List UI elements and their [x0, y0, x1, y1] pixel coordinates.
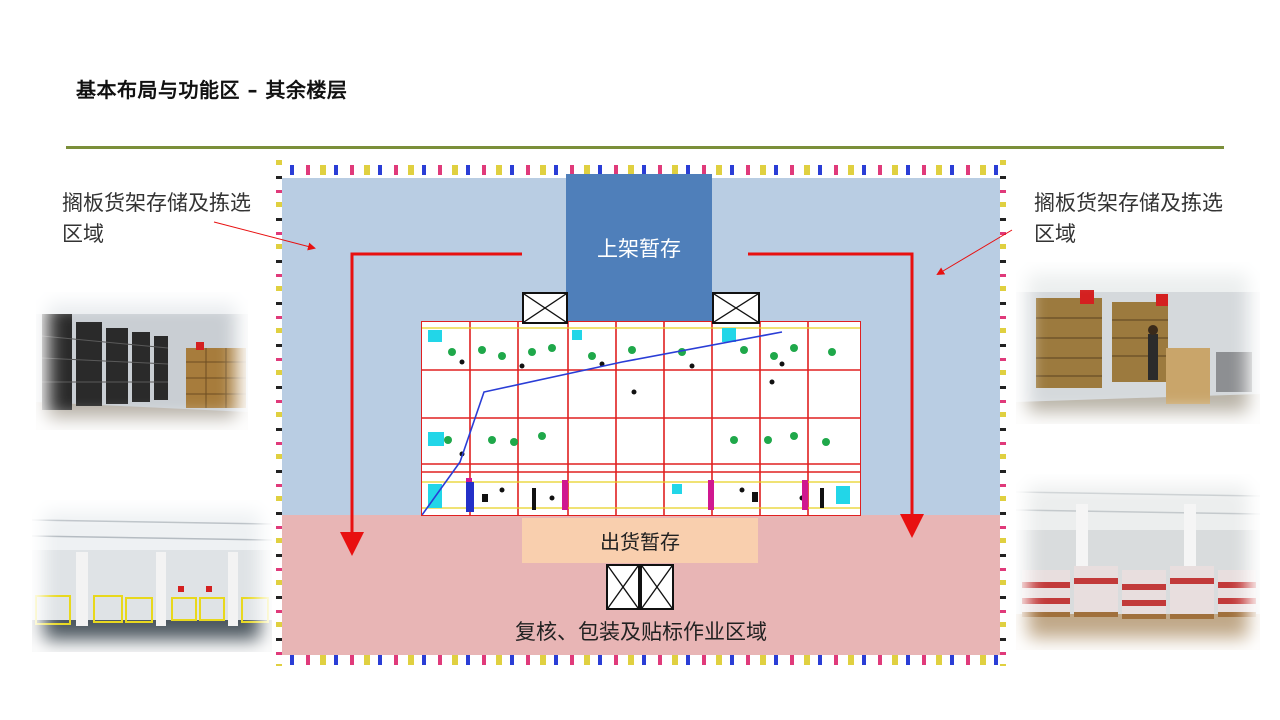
- putaway-staging-zone: 上架暂存: [566, 174, 712, 322]
- shelving-photo-icon: [36, 292, 248, 430]
- plan-border-right: [1000, 160, 1006, 666]
- photo-cage-area: [32, 500, 272, 652]
- floor-plan: 上架暂存: [276, 160, 1006, 666]
- pallet-storage-photo-icon: [1016, 474, 1260, 650]
- photo-pallet-storage: [1016, 474, 1260, 650]
- dock-door-left-icon: [522, 292, 568, 324]
- outbound-staging-label: 出货暂存: [600, 530, 680, 554]
- cad-drawing-icon: [422, 322, 860, 515]
- outbound-staging-zone: 出货暂存: [522, 518, 758, 563]
- photo-shelving: [36, 292, 248, 430]
- dock-door-right-icon: [712, 292, 760, 324]
- photo-carton-shelving: [1016, 262, 1260, 424]
- callout-left-storage: 搁板货架存储及拣选区域: [62, 191, 251, 246]
- plan-border-left: [276, 160, 282, 666]
- check-pack-label: 复核、包装及贴标作业区域: [515, 620, 767, 644]
- slide-title: 基本布局与功能区 – 其余楼层: [76, 78, 348, 102]
- putaway-staging-label: 上架暂存: [597, 237, 681, 261]
- cage-area-photo-icon: [32, 500, 272, 652]
- title-divider: [66, 146, 1224, 149]
- packing-station-right-icon: [640, 564, 674, 610]
- cad-floor-drawing: [421, 321, 861, 516]
- carton-shelving-photo-icon: [1016, 262, 1260, 424]
- plan-border-top: [276, 165, 1006, 175]
- callout-right-storage: 搁板货架存储及拣选区域: [1034, 191, 1223, 246]
- plan-border-bottom: [276, 655, 1006, 665]
- packing-station-left-icon: [606, 564, 640, 610]
